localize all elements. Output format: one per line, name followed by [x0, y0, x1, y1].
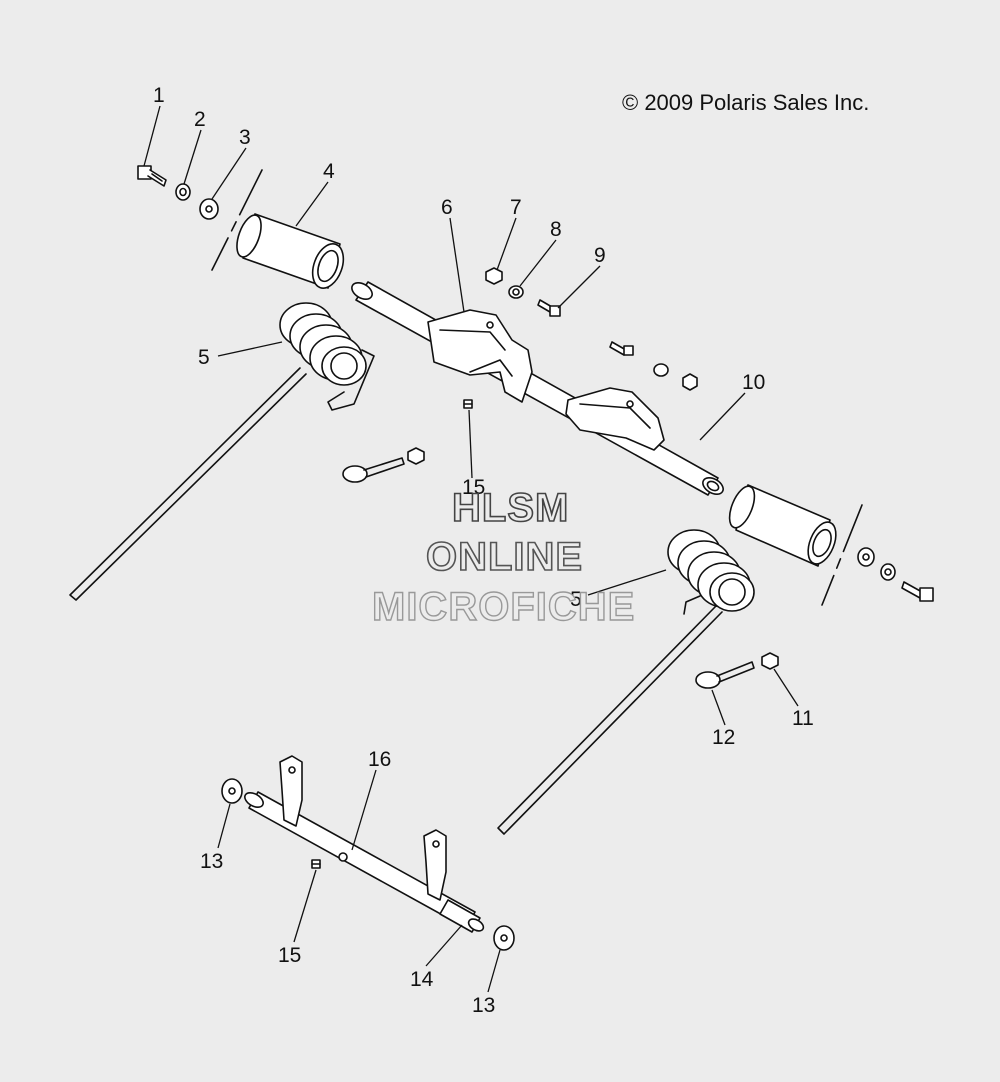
callout-6: 6 [441, 196, 453, 219]
callout-15-upper: 15 [462, 476, 485, 499]
break-line-left [211, 169, 263, 271]
callout-14: 14 [410, 968, 434, 991]
set-screw-part-15-lower [311, 859, 321, 869]
callout-2: 2 [194, 108, 206, 131]
rail-shaft-part-10 [351, 281, 724, 496]
callout-labels: 1 2 3 4 5 6 7 8 9 10 15 5 11 12 16 13 15… [153, 84, 814, 1017]
eye-bolt-part-12 [695, 661, 755, 689]
lower-shaft-part-16 [244, 755, 476, 929]
callout-8: 8 [550, 218, 562, 241]
callout-11: 11 [792, 707, 814, 730]
sleeve-part-4 [236, 213, 345, 289]
washer-part-13-top [221, 778, 243, 804]
sleeve-right [728, 484, 837, 567]
callout-4: 4 [323, 160, 335, 183]
callout-13-top: 13 [200, 850, 223, 873]
watermark-line-3: MICROFICHE [371, 584, 636, 629]
washer-part-13-bottom [493, 925, 515, 951]
hardware-middle [609, 341, 698, 391]
tube-part-14 [439, 899, 485, 933]
callout-5-upper: 5 [198, 346, 210, 369]
callout-13-bottom: 13 [472, 994, 495, 1017]
hardware-right [857, 547, 934, 602]
nut-part-7 [485, 267, 503, 285]
break-line-right [821, 504, 863, 606]
callout-5-lower: 5 [570, 588, 582, 611]
washer-part-3 [199, 198, 219, 220]
callout-3: 3 [239, 126, 251, 149]
callout-9: 9 [594, 244, 606, 267]
bolt-part-9 [537, 299, 561, 317]
bolt-part-1 [137, 165, 167, 187]
copyright-notice: © 2009 Polaris Sales Inc. [622, 90, 870, 115]
spacer-part-8 [508, 285, 524, 299]
callout-10: 10 [742, 371, 765, 394]
eye-bolt-upper [342, 447, 425, 483]
callout-12: 12 [712, 726, 735, 749]
lock-washer-part-2 [175, 183, 191, 201]
callout-15-lower: 15 [278, 944, 301, 967]
callout-7: 7 [510, 196, 522, 219]
watermark-line-1: HLSM [451, 485, 570, 531]
torsion-spring-part-5-upper [69, 302, 375, 601]
watermark-line-2: ONLINE [425, 534, 584, 580]
callout-1: 1 [153, 84, 165, 107]
nut-part-11 [761, 652, 779, 670]
bracket-part-6 [427, 309, 533, 403]
leader-lines [143, 105, 799, 993]
torsion-spring-part-5-lower [497, 529, 755, 835]
callout-16: 16 [368, 748, 391, 771]
set-screw-part-15-upper [463, 399, 473, 409]
bracket-lower [565, 387, 665, 451]
